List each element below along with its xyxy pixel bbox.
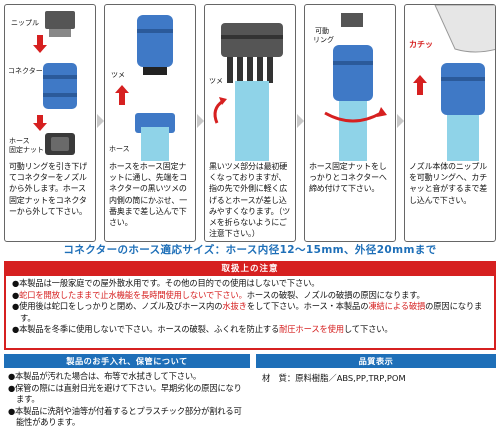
connector-shape xyxy=(333,45,373,101)
step-3-illustration xyxy=(213,23,283,161)
step-2-text: ホースをホース固定ナットに通し、先端をコネクターの黒いツメの内側の筒にかぶせ、一… xyxy=(109,162,187,228)
caution-item-2: ●蛇口を開放したままで止水機能を長時間使用しないで下さい。ホースの破裂、ノズルの… xyxy=(12,289,425,300)
down-arrow-icon xyxy=(33,115,47,131)
nipple-shape xyxy=(45,11,75,29)
caution-item-1: ●本製品は一般家庭での屋外散水用です。その他の目的での使用はしないで下さい。 xyxy=(12,278,320,288)
up-arrow-icon xyxy=(413,75,427,95)
step-4-text: ホース固定ナットをしっかりとコネクターへ締め付けて下さい。 xyxy=(309,162,387,194)
label-ring-line1: 可動 xyxy=(315,27,329,35)
step-2-illustration xyxy=(115,15,175,161)
caution-item-3: ●使用後は蛇口をしっかりと閉め、ノズル及びホース内の水抜きをして下さい。ホース・… xyxy=(12,301,483,323)
step-arrow-icon xyxy=(97,114,104,128)
step-1-text: 可動リングを引き下げてコネクターをノズルから外します。ホース固定ナットをコネクタ… xyxy=(9,162,87,216)
up-arrow-icon xyxy=(115,85,129,105)
quality-title: 品質表示 xyxy=(256,354,496,368)
label-nut-line2: 固定ナット xyxy=(9,146,44,154)
connector-shape xyxy=(441,63,485,115)
step-arrow-icon xyxy=(297,114,304,128)
hose-shape xyxy=(141,127,169,161)
label-ring-line2: リング xyxy=(313,36,334,44)
step-arrow-icon xyxy=(197,114,204,128)
care-item-2: ●保管の際には直射日光を避けて下さい。早期劣化の原因になります。 xyxy=(8,382,242,405)
assembly-steps: ニップル コネクター ホース 固定ナット 可動リングを引き下げてコネクターをノズ… xyxy=(4,4,496,242)
label-nut-line1: ホース xyxy=(9,137,30,145)
step-1-illustration xyxy=(33,11,77,155)
care-list: ●本製品が汚れた場合は、布等で水拭きして下さい。 ●保管の際には直射日光を避けて… xyxy=(4,368,250,429)
care-title: 製品のお手入れ、保管について xyxy=(4,354,250,368)
hose-shape xyxy=(447,115,479,161)
nipple-shape xyxy=(341,13,363,27)
quality-section: 品質表示 材 質：原料樹脂／ABS,PP,TRP,POM xyxy=(256,354,496,442)
hose-size-banner: コネクターのホース適応サイズ：ホース内径12～15mm、外径20mmまで xyxy=(63,244,437,256)
caution-title: 取扱上の注意 xyxy=(6,263,494,276)
caution-item-4: ●本製品を冬季に使用しないで下さい。ホースの破裂、ふくれを防止する耐圧ホースを使… xyxy=(12,324,393,334)
step-3-text: 黒いツメ部分は最初硬くなっておりますが、指の先で外側に軽く広げるとホースが差し込… xyxy=(209,162,290,239)
claw-shapes xyxy=(227,57,273,83)
care-item-1: ●本製品が汚れた場合は、布等で水拭きして下さい。 xyxy=(8,371,202,381)
step-5-illustration xyxy=(413,5,495,161)
caution-box: 取扱上の注意 ●本製品は一般家庭での屋外散水用です。その他の目的での使用はしない… xyxy=(4,261,496,350)
step-panel-4: 可動 リング ホース固定ナットをしっかりとコネクターへ締め付けて下さい。 xyxy=(304,4,396,242)
step-panel-3: ツメ 黒いツメ部分は最初硬くなっておりますが、指の先で外側に軽く広げるとホースが… xyxy=(204,4,296,242)
material-label: 材 質： xyxy=(262,373,296,383)
connector-closeup-shape xyxy=(221,23,283,57)
rotate-arrow-icon xyxy=(324,111,382,123)
hose-shape xyxy=(235,81,269,161)
label-connector: コネクター xyxy=(8,67,43,75)
label-nipple: ニップル xyxy=(11,19,39,27)
label-hose: ホース xyxy=(109,145,130,153)
material-value: 原料樹脂／ABS,PP,TRP,POM xyxy=(295,373,406,383)
step-panel-5: カチッ ノズル本体のニップルを可動リングへ、カチャッと音がするまで差し込んで下さ… xyxy=(404,4,496,242)
step-panel-2: ツメ ホース ホースをホース固定ナットに通し、先端をコネクターの黒いツメの内側の… xyxy=(104,4,196,242)
connector-shape xyxy=(43,63,77,109)
label-claw: ツメ xyxy=(209,77,223,85)
down-arrow-icon xyxy=(33,35,47,53)
care-section: 製品のお手入れ、保管について ●本製品が汚れた場合は、布等で水拭きして下さい。 … xyxy=(4,354,250,442)
hose-shape xyxy=(339,101,367,161)
caution-list: ●本製品は一般家庭での屋外散水用です。その他の目的での使用はしないで下さい。 ●… xyxy=(6,276,494,336)
nozzle-body-shape xyxy=(434,5,495,53)
label-claw: ツメ xyxy=(111,71,125,79)
step-panel-1: ニップル コネクター ホース 固定ナット 可動リングを引き下げてコネクターをノズ… xyxy=(4,4,96,242)
material-line: 材 質：原料樹脂／ABS,PP,TRP,POM xyxy=(256,368,496,384)
step-arrow-icon xyxy=(397,114,404,128)
step-4-illustration xyxy=(324,13,387,161)
connector-shape xyxy=(137,15,173,67)
care-item-3: ●本製品に洗剤や油等が付着するとプラスチック部分が割れる可能性があります。 xyxy=(8,405,242,428)
step-5-text: ノズル本体のニップルを可動リングへ、カチャッと音がするまで差し込んで下さい。 xyxy=(409,162,487,205)
label-click: カチッ xyxy=(409,40,433,49)
